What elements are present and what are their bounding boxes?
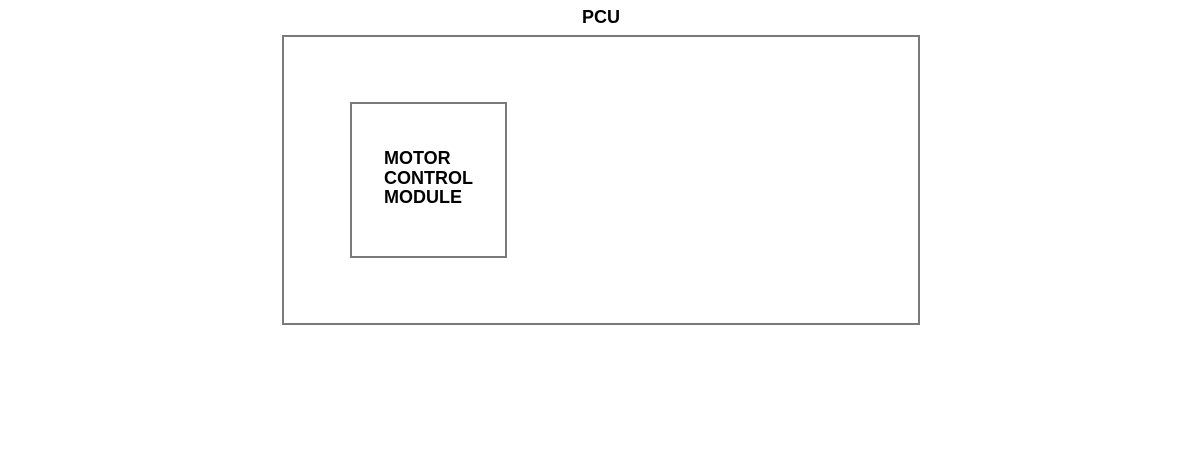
pcu-label: PCU: [581, 7, 620, 27]
motor-control-module-block: [350, 102, 507, 258]
motor-control-module-label: MOTOR CONTROL MODULE: [384, 148, 473, 207]
